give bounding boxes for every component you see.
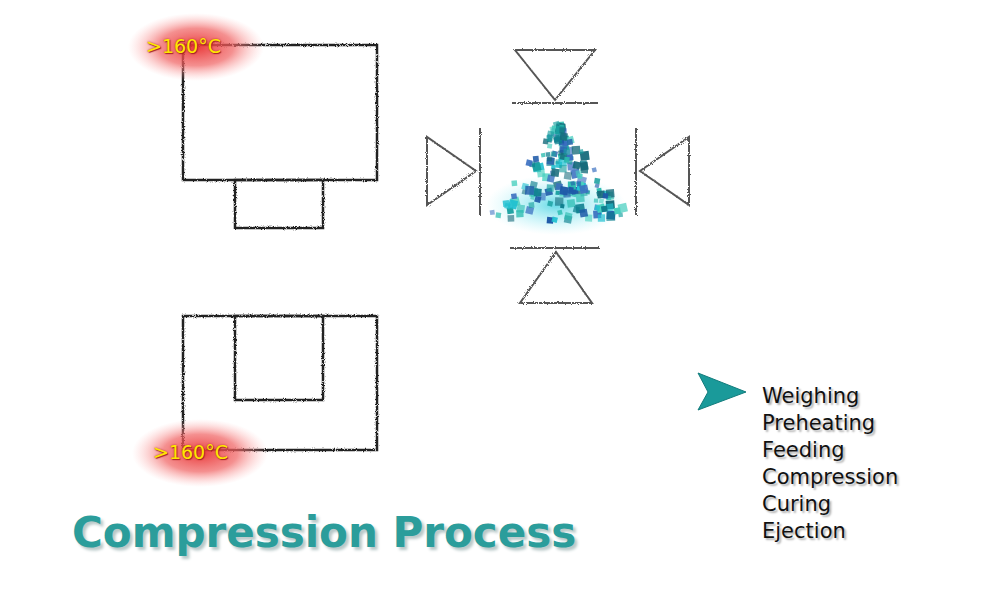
powder-grain xyxy=(577,173,583,179)
powder-grain xyxy=(551,152,556,157)
process-step: Preheating xyxy=(762,410,875,436)
powder-grain xyxy=(546,184,554,192)
heat-glow xyxy=(128,13,264,81)
powder-grain xyxy=(553,135,561,143)
powder-grain xyxy=(557,210,563,216)
powder-grain xyxy=(564,148,570,154)
powder-grain xyxy=(551,168,560,177)
powder-grain xyxy=(558,126,565,133)
powder-grain xyxy=(555,191,560,196)
powder-grain xyxy=(614,207,621,214)
powder-grain xyxy=(579,184,589,194)
powder-grain xyxy=(534,196,541,203)
process-step: Weighing xyxy=(762,383,859,409)
powder-grain xyxy=(525,186,534,195)
powder-grain xyxy=(551,216,558,223)
plunger xyxy=(235,180,323,228)
powder-grain xyxy=(580,162,589,171)
powder-grain xyxy=(541,153,546,158)
powder-grain xyxy=(579,209,588,218)
powder-grain xyxy=(592,167,597,172)
process-step: Feeding xyxy=(762,437,845,463)
powder-grain xyxy=(572,161,581,170)
heat-glow xyxy=(132,419,268,487)
press-arrow xyxy=(427,137,476,205)
press-arrow xyxy=(520,252,592,303)
press-plate xyxy=(635,128,637,215)
powder-grain xyxy=(567,139,574,146)
diagram-title: Compression Process xyxy=(72,508,576,557)
powder-grain xyxy=(534,188,542,196)
powder-grain xyxy=(570,181,575,186)
powder-grain xyxy=(579,149,584,154)
powder-grain xyxy=(564,157,570,163)
temperature-label: >160°C xyxy=(146,35,221,57)
powder-grain xyxy=(551,151,558,158)
powder-grain xyxy=(507,215,514,222)
powder-grain xyxy=(503,200,510,207)
press-plate xyxy=(510,247,600,249)
powder-grain xyxy=(495,212,501,218)
powder-grain xyxy=(546,135,552,141)
powder-grain xyxy=(564,212,573,221)
powder-grain xyxy=(560,204,565,209)
mold-cavity xyxy=(235,316,323,400)
powder-grain xyxy=(490,210,495,215)
powder-grain xyxy=(598,214,605,221)
powder-grain xyxy=(599,198,604,203)
step-pointer xyxy=(698,373,746,410)
powder-grain xyxy=(559,127,565,133)
press-arrow xyxy=(515,50,595,100)
powder-grain xyxy=(559,132,568,141)
powder-grain xyxy=(511,180,517,186)
powder-grain xyxy=(533,156,539,162)
powder-grain xyxy=(601,205,608,212)
process-step: Ejection xyxy=(762,518,846,544)
powder-grain xyxy=(576,181,581,186)
powder-glow xyxy=(486,175,626,235)
powder-grain xyxy=(547,156,553,162)
powder-grain xyxy=(594,178,600,184)
powder-grain xyxy=(528,202,534,208)
powder-grain xyxy=(576,193,585,202)
powder-grain xyxy=(511,193,517,199)
powder-grain xyxy=(547,201,553,207)
powder-grain xyxy=(547,143,552,148)
powder-grain xyxy=(546,152,551,157)
press-plate xyxy=(479,128,481,215)
powder-grain xyxy=(594,205,600,211)
powder-grain xyxy=(603,193,609,199)
powder-grain xyxy=(594,198,598,202)
powder-grain xyxy=(559,165,566,172)
powder-grain xyxy=(517,204,526,213)
temperature-label: >160°C xyxy=(153,441,228,463)
molding-powder xyxy=(490,121,628,224)
process-step: Curing xyxy=(762,491,831,517)
press-arrow xyxy=(640,137,689,205)
powder-grain xyxy=(559,186,569,196)
powder-grain xyxy=(526,159,533,166)
process-step: Compression xyxy=(762,464,898,490)
press-plate xyxy=(512,102,598,104)
powder-grain xyxy=(564,171,572,179)
powder-grain xyxy=(606,212,615,221)
